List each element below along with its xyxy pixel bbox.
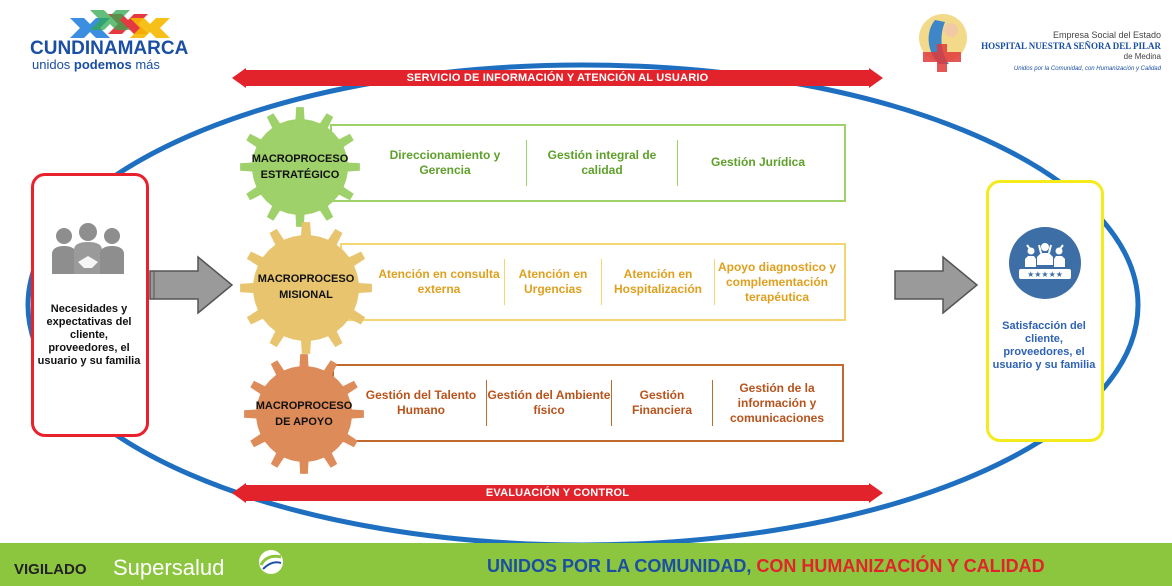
process-item: Atención en consulta externa bbox=[378, 266, 500, 296]
process-item: Gestión del Talento Humano bbox=[365, 387, 477, 417]
process-row-support: Gestión del Talento Humano Gestión del A… bbox=[332, 364, 844, 442]
satisfaction-rating-icon: ★★★★★ bbox=[1009, 227, 1081, 299]
slogan-post: más bbox=[131, 57, 160, 72]
process-separator bbox=[714, 259, 715, 305]
bottom-bar-left-arrow bbox=[232, 483, 246, 503]
hospital-line2: HOSPITAL NUESTRA SEÑORA DEL PILAR bbox=[981, 41, 1161, 51]
input-text: Necesidades y expectativas del cliente, … bbox=[37, 303, 141, 367]
gear-label-missional: MACROPROCESO MISIONAL bbox=[257, 273, 355, 301]
output-box: ★★★★★ bbox=[986, 180, 1104, 442]
hospital-logo: Empresa Social del Estado HOSPITAL NUEST… bbox=[915, 8, 1165, 80]
top-bar-right-arrow bbox=[869, 68, 883, 88]
slogan-part1: UNIDOS POR LA COMUNIDAD, bbox=[487, 556, 757, 576]
process-item: Gestión integral de calidad bbox=[547, 147, 657, 177]
hospital-line4: Unidos por la Comunidad, con Humanizació… bbox=[1013, 66, 1161, 72]
process-gear-icon bbox=[244, 354, 364, 474]
process-separator bbox=[677, 140, 678, 186]
slogan-pre: unidos bbox=[32, 57, 74, 72]
process-item: Direccionamiento y Gerencia bbox=[389, 147, 501, 177]
svg-text:★★★★★: ★★★★★ bbox=[1027, 270, 1063, 279]
process-item: Atención en Urgencias bbox=[518, 266, 588, 296]
process-separator bbox=[526, 140, 527, 186]
bottom-bar: EVALUACIÓN Y CONTROL bbox=[245, 485, 870, 501]
process-item: Gestión Jurídica bbox=[710, 155, 806, 170]
process-separator bbox=[611, 380, 612, 426]
process-gear-icon bbox=[240, 222, 372, 354]
bottom-bar-right-arrow bbox=[869, 483, 883, 503]
cundinamarca-emblem-icon bbox=[70, 10, 170, 38]
cundinamarca-slogan: unidos podemos más bbox=[32, 57, 160, 72]
top-bar: SERVICIO DE INFORMACIÓN Y ATENCIÓN AL US… bbox=[245, 70, 870, 86]
process-separator bbox=[486, 380, 487, 426]
process-item: Gestión Financiera bbox=[631, 387, 693, 417]
supersalud-swirl-icon bbox=[259, 550, 283, 574]
slogan-part2: CON HUMANIZACIÓN Y CALIDAD bbox=[756, 556, 1045, 576]
process-separator bbox=[601, 259, 602, 305]
process-row-missional: Atención en consulta externa Atención en… bbox=[340, 243, 846, 321]
process-item: Gestión del Ambiente físico bbox=[487, 387, 611, 417]
supersalud-label: Supersalud bbox=[113, 555, 225, 580]
cundinamarca-logo: CUNDINAMARCA unidos podemos más bbox=[30, 8, 230, 72]
hospital-line3: de Medina bbox=[1123, 52, 1161, 61]
process-gear-icon bbox=[240, 107, 360, 227]
hospital-emblem-icon bbox=[919, 14, 967, 72]
process-item: Gestión de la información y comunicacion… bbox=[729, 380, 825, 425]
process-item: Atención en Hospitalización bbox=[613, 266, 702, 296]
output-text: Satisfacción del cliente, proveedores, e… bbox=[992, 320, 1096, 371]
process-row-strategic: Direccionamiento y Gerencia Gestión inte… bbox=[330, 124, 846, 202]
top-bar-left-arrow bbox=[232, 68, 246, 88]
process-item: Apoyo diagnostico y complementación tera… bbox=[717, 259, 836, 304]
input-box bbox=[31, 173, 149, 437]
flow-arrow-icon bbox=[149, 255, 234, 315]
hospital-line1: Empresa Social del Estado bbox=[1052, 30, 1161, 40]
footer-bar: VIGILADO Supersalud UNIDOS POR LA COMUNI… bbox=[0, 543, 1172, 586]
process-separator bbox=[712, 380, 713, 426]
flow-arrow-icon-output bbox=[894, 255, 979, 315]
group-people-icon bbox=[52, 223, 124, 274]
slogan-bold: podemos bbox=[73, 57, 132, 72]
cundinamarca-name: CUNDINAMARCA bbox=[30, 38, 189, 59]
gear-label-strategic: MACROPROCESO ESTRATÉGICO bbox=[251, 153, 349, 181]
process-separator bbox=[504, 259, 505, 305]
footer-slogan: UNIDOS POR LA COMUNIDAD, CON HUMANIZACIÓ… bbox=[487, 556, 1045, 577]
vigilado-label: VIGILADO bbox=[14, 561, 87, 578]
gear-label-support: MACROPROCESO DE APOYO bbox=[255, 400, 353, 428]
